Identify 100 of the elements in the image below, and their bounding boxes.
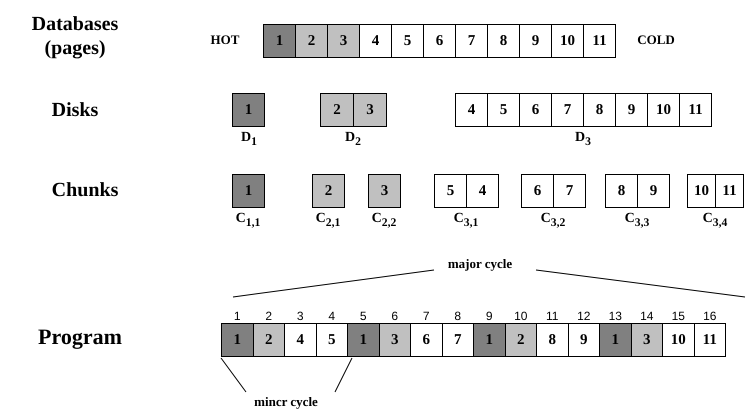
group-label: C$_{3,2}$ — [540, 210, 566, 230]
page-cell — [359, 24, 392, 58]
slot-number: 3 — [296, 309, 305, 323]
page-number: 5 — [446, 182, 454, 200]
page-cell — [551, 93, 584, 127]
page-cell — [466, 174, 499, 208]
page-number: 2 — [517, 332, 524, 348]
page-cell — [615, 93, 648, 127]
page-cell — [320, 93, 354, 127]
slot-number: 6 — [390, 309, 400, 323]
page-number: 3 — [380, 182, 388, 200]
page-number: 6 — [534, 182, 542, 200]
page-number: 1 — [244, 102, 252, 118]
slot-number: 15 — [670, 309, 686, 323]
slot-number: 8 — [453, 309, 462, 323]
page-number: 1 — [360, 332, 367, 348]
bracket-label: major cycle — [446, 256, 514, 273]
group-label: C$_{3,4}$ — [702, 210, 728, 230]
page-number: 7 — [468, 32, 476, 50]
page-number: 9 — [580, 332, 588, 348]
page-number: 2 — [308, 32, 316, 50]
slot-number: 16 — [702, 309, 718, 323]
page-number: 1 — [244, 182, 252, 200]
slot-number: 4 — [327, 309, 336, 323]
slot-number: 9 — [484, 309, 494, 323]
page-cell — [687, 174, 716, 208]
page-cell — [423, 24, 456, 58]
page-cell — [679, 93, 712, 127]
page-cell — [521, 174, 554, 208]
page-cell — [487, 24, 520, 58]
page-number: 11 — [702, 332, 717, 348]
page-number: 4 — [372, 32, 380, 50]
page-cell — [232, 93, 265, 127]
page-cell — [434, 174, 467, 208]
page-number: 6 — [532, 102, 540, 118]
page-cell — [455, 24, 488, 58]
slot-number: 2 — [264, 309, 274, 323]
page-number: 1 — [276, 32, 284, 50]
page-number: 3 — [643, 332, 650, 348]
page-number: 10 — [656, 102, 671, 118]
page-number: 8 — [500, 32, 508, 50]
group-label: C$_{3,3}$ — [624, 210, 650, 230]
page-number: 9 — [532, 32, 540, 50]
page-number: 10 — [694, 182, 709, 200]
page-number: 5 — [500, 102, 508, 118]
page-cell — [583, 24, 616, 58]
slot-number: 13 — [608, 309, 623, 323]
page-cell — [605, 174, 638, 208]
row-heading: Program — [37, 324, 123, 350]
page-cell — [295, 24, 328, 58]
page-number: 7 — [566, 182, 574, 200]
page-cell — [263, 24, 296, 58]
slot-number: 12 — [576, 309, 592, 323]
page-number: 6 — [436, 32, 444, 50]
page-cell — [368, 174, 401, 208]
page-number: 10 — [670, 332, 686, 348]
group-label: C$_{2,2}$ — [370, 210, 398, 230]
page-number: 3 — [340, 32, 348, 50]
bracket-label: mincr cycle — [253, 394, 319, 411]
page-number: 6 — [422, 332, 430, 348]
row-heading: Disks — [50, 98, 100, 122]
group-label: C$_{1,1}$ — [234, 210, 262, 230]
end-label: HOT — [210, 32, 240, 49]
page-number: 10 — [560, 32, 575, 50]
slot-number: 1 — [232, 309, 242, 323]
page-cell — [715, 174, 744, 208]
slot-number: 14 — [639, 309, 654, 323]
page-number: 2 — [265, 332, 272, 348]
page-cell — [312, 174, 345, 208]
page-cell — [637, 174, 670, 208]
page-number: 11 — [592, 32, 607, 50]
slot-number: 11 — [545, 309, 560, 323]
page-number: 11 — [688, 102, 703, 118]
page-number: 4 — [296, 332, 304, 348]
page-number: 7 — [564, 102, 572, 118]
page-number: 8 — [596, 102, 604, 118]
end-label: COLD — [636, 32, 676, 49]
row-heading: Chunks — [50, 178, 120, 202]
group-label: D$_{1}$ — [240, 129, 258, 149]
page-cell — [391, 24, 424, 58]
page-number: 2 — [333, 102, 341, 118]
slot-number: 5 — [358, 309, 368, 323]
page-number: 1 — [612, 332, 619, 348]
group-label: D$_{2}$ — [344, 129, 362, 149]
page-number: 3 — [366, 102, 374, 118]
page-number: 11 — [722, 182, 737, 200]
group-label: C$_{3,1}$ — [452, 210, 480, 230]
page-cell — [232, 174, 265, 208]
page-cell — [519, 24, 552, 58]
page-number: 9 — [650, 182, 658, 200]
page-cell — [327, 24, 360, 58]
page-number: 3 — [391, 332, 398, 348]
page-number: 4 — [478, 182, 486, 200]
page-number: 8 — [548, 332, 556, 348]
row-heading: Databases (pages) — [30, 12, 120, 60]
page-number: 2 — [324, 182, 332, 200]
page-number: 9 — [628, 102, 636, 118]
slot-number: 7 — [422, 309, 431, 323]
slot-number: 10 — [513, 309, 528, 323]
page-number: 8 — [618, 182, 626, 200]
